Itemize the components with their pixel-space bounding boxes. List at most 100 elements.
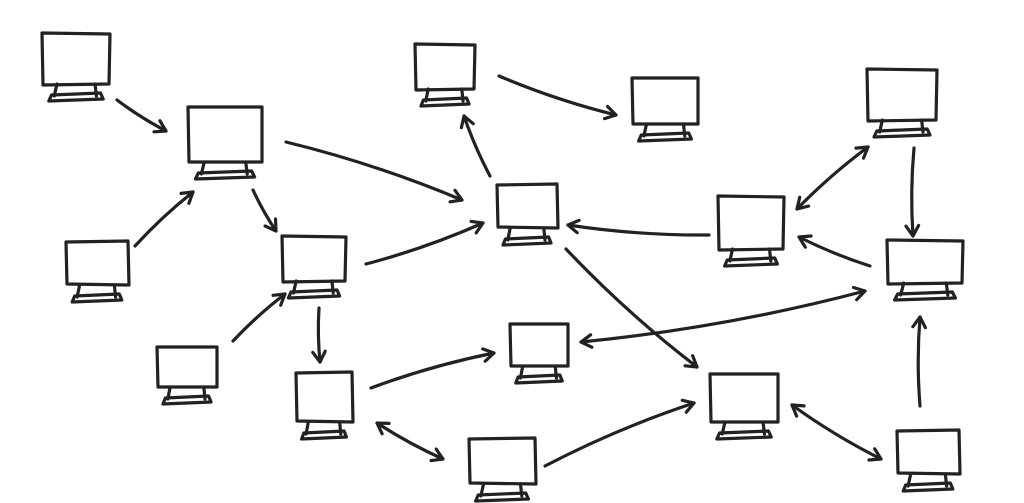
edge-line bbox=[462, 114, 492, 178]
edge-line bbox=[566, 223, 711, 237]
edge-line bbox=[910, 146, 916, 238]
arrowhead-icon bbox=[867, 447, 883, 462]
monitor-base bbox=[872, 127, 932, 139]
monitor-base bbox=[47, 91, 105, 103]
monitor-icon bbox=[294, 370, 355, 424]
computer-node-c11 bbox=[508, 322, 570, 385]
edge-line bbox=[133, 190, 195, 248]
monitor-base bbox=[723, 256, 779, 268]
edge-c2-c4 bbox=[251, 188, 278, 233]
edge-c9-c14 bbox=[564, 247, 699, 369]
monitor-base bbox=[193, 169, 257, 181]
arrowhead-icon bbox=[904, 223, 921, 238]
arrowhead-icon bbox=[680, 398, 696, 414]
edge-c3-c2 bbox=[133, 190, 195, 248]
monitor-base bbox=[161, 394, 213, 406]
arrowhead-icon bbox=[579, 333, 594, 349]
monitor-base bbox=[300, 429, 348, 441]
arrowhead-icon bbox=[311, 349, 327, 364]
edge-line bbox=[497, 74, 618, 117]
computer-node-c9 bbox=[495, 182, 560, 247]
arrowhead-icon bbox=[854, 145, 870, 160]
monitor-icon bbox=[280, 234, 348, 284]
edge-line bbox=[916, 315, 922, 408]
edge-line bbox=[375, 421, 445, 461]
edge-c10-c9 bbox=[566, 218, 711, 237]
arrowhead-icon bbox=[851, 285, 867, 302]
edge-c9-c7 bbox=[459, 114, 492, 178]
computer-node-c2 bbox=[186, 105, 264, 181]
edge-c1-c2 bbox=[115, 98, 168, 134]
arrowhead-icon bbox=[375, 421, 391, 436]
edge-c6-c12 bbox=[375, 421, 445, 463]
monitor-icon bbox=[186, 105, 264, 164]
monitor-icon bbox=[865, 67, 939, 123]
arrowhead-icon bbox=[448, 188, 464, 204]
computer-node-c4 bbox=[280, 234, 348, 300]
edge-line bbox=[790, 403, 883, 461]
arrowhead-icon bbox=[429, 447, 445, 463]
monitor-icon bbox=[413, 42, 477, 92]
edge-line bbox=[231, 292, 287, 343]
monitor-base bbox=[501, 235, 553, 247]
edge-line bbox=[251, 188, 278, 233]
edge-c2-c9 bbox=[284, 140, 464, 204]
arrowhead-icon bbox=[469, 219, 485, 235]
monitor-base bbox=[474, 491, 530, 503]
arrowhead-icon bbox=[566, 218, 581, 235]
arrowhead-icon bbox=[481, 347, 496, 363]
monitor-icon bbox=[155, 345, 219, 389]
monitor-icon bbox=[708, 372, 780, 424]
arrowhead-icon bbox=[790, 403, 806, 418]
edge-line bbox=[115, 98, 168, 133]
monitor-base bbox=[637, 131, 693, 143]
edge-line bbox=[564, 247, 699, 369]
monitor-base bbox=[715, 429, 773, 441]
edge-c10-c13 bbox=[795, 145, 870, 211]
monitor-icon bbox=[716, 194, 786, 252]
edge-line bbox=[284, 140, 464, 202]
monitor-icon bbox=[495, 182, 560, 230]
edge-line bbox=[543, 401, 696, 468]
monitor-base bbox=[514, 373, 564, 385]
arrowhead-icon bbox=[795, 195, 811, 211]
arrowhead-icon bbox=[683, 354, 699, 369]
arrowhead-icon bbox=[459, 114, 475, 130]
monitor-base bbox=[419, 96, 471, 108]
edge-c6-c11 bbox=[369, 347, 496, 390]
edge-line bbox=[797, 235, 872, 268]
monitor-icon bbox=[467, 436, 538, 486]
computer-node-c1 bbox=[40, 31, 112, 103]
edge-c14-c15 bbox=[790, 403, 883, 462]
edge-line bbox=[369, 351, 496, 390]
edges-layer bbox=[115, 74, 927, 468]
edge-line bbox=[364, 221, 485, 266]
monitor-base bbox=[893, 290, 957, 302]
monitor-base bbox=[70, 292, 124, 304]
computer-node-c15 bbox=[895, 428, 962, 493]
computer-node-c7 bbox=[413, 42, 477, 108]
monitor-base bbox=[901, 481, 955, 493]
edge-c11-c16 bbox=[579, 285, 867, 349]
computer-node-c13 bbox=[865, 67, 939, 139]
monitor-icon bbox=[40, 31, 112, 87]
computer-node-c14 bbox=[708, 372, 780, 441]
monitor-icon bbox=[508, 322, 570, 368]
computer-node-c6 bbox=[294, 370, 355, 441]
computer-node-c16 bbox=[885, 238, 965, 302]
edge-c4-c9 bbox=[364, 219, 485, 266]
arrowhead-icon bbox=[271, 292, 287, 307]
arrowhead-icon bbox=[152, 119, 168, 134]
edge-c16-c10 bbox=[797, 234, 872, 268]
edge-c13-c16 bbox=[904, 146, 921, 238]
computer-node-c10 bbox=[716, 194, 786, 268]
computer-node-c3 bbox=[64, 239, 131, 304]
monitor-icon bbox=[885, 238, 965, 286]
edge-c12-c14 bbox=[543, 398, 696, 468]
arrowhead-icon bbox=[911, 315, 927, 330]
arrowhead-icon bbox=[797, 234, 813, 249]
computer-node-c8 bbox=[630, 76, 700, 143]
computer-node-c5 bbox=[155, 345, 219, 406]
monitor-icon bbox=[895, 428, 962, 476]
